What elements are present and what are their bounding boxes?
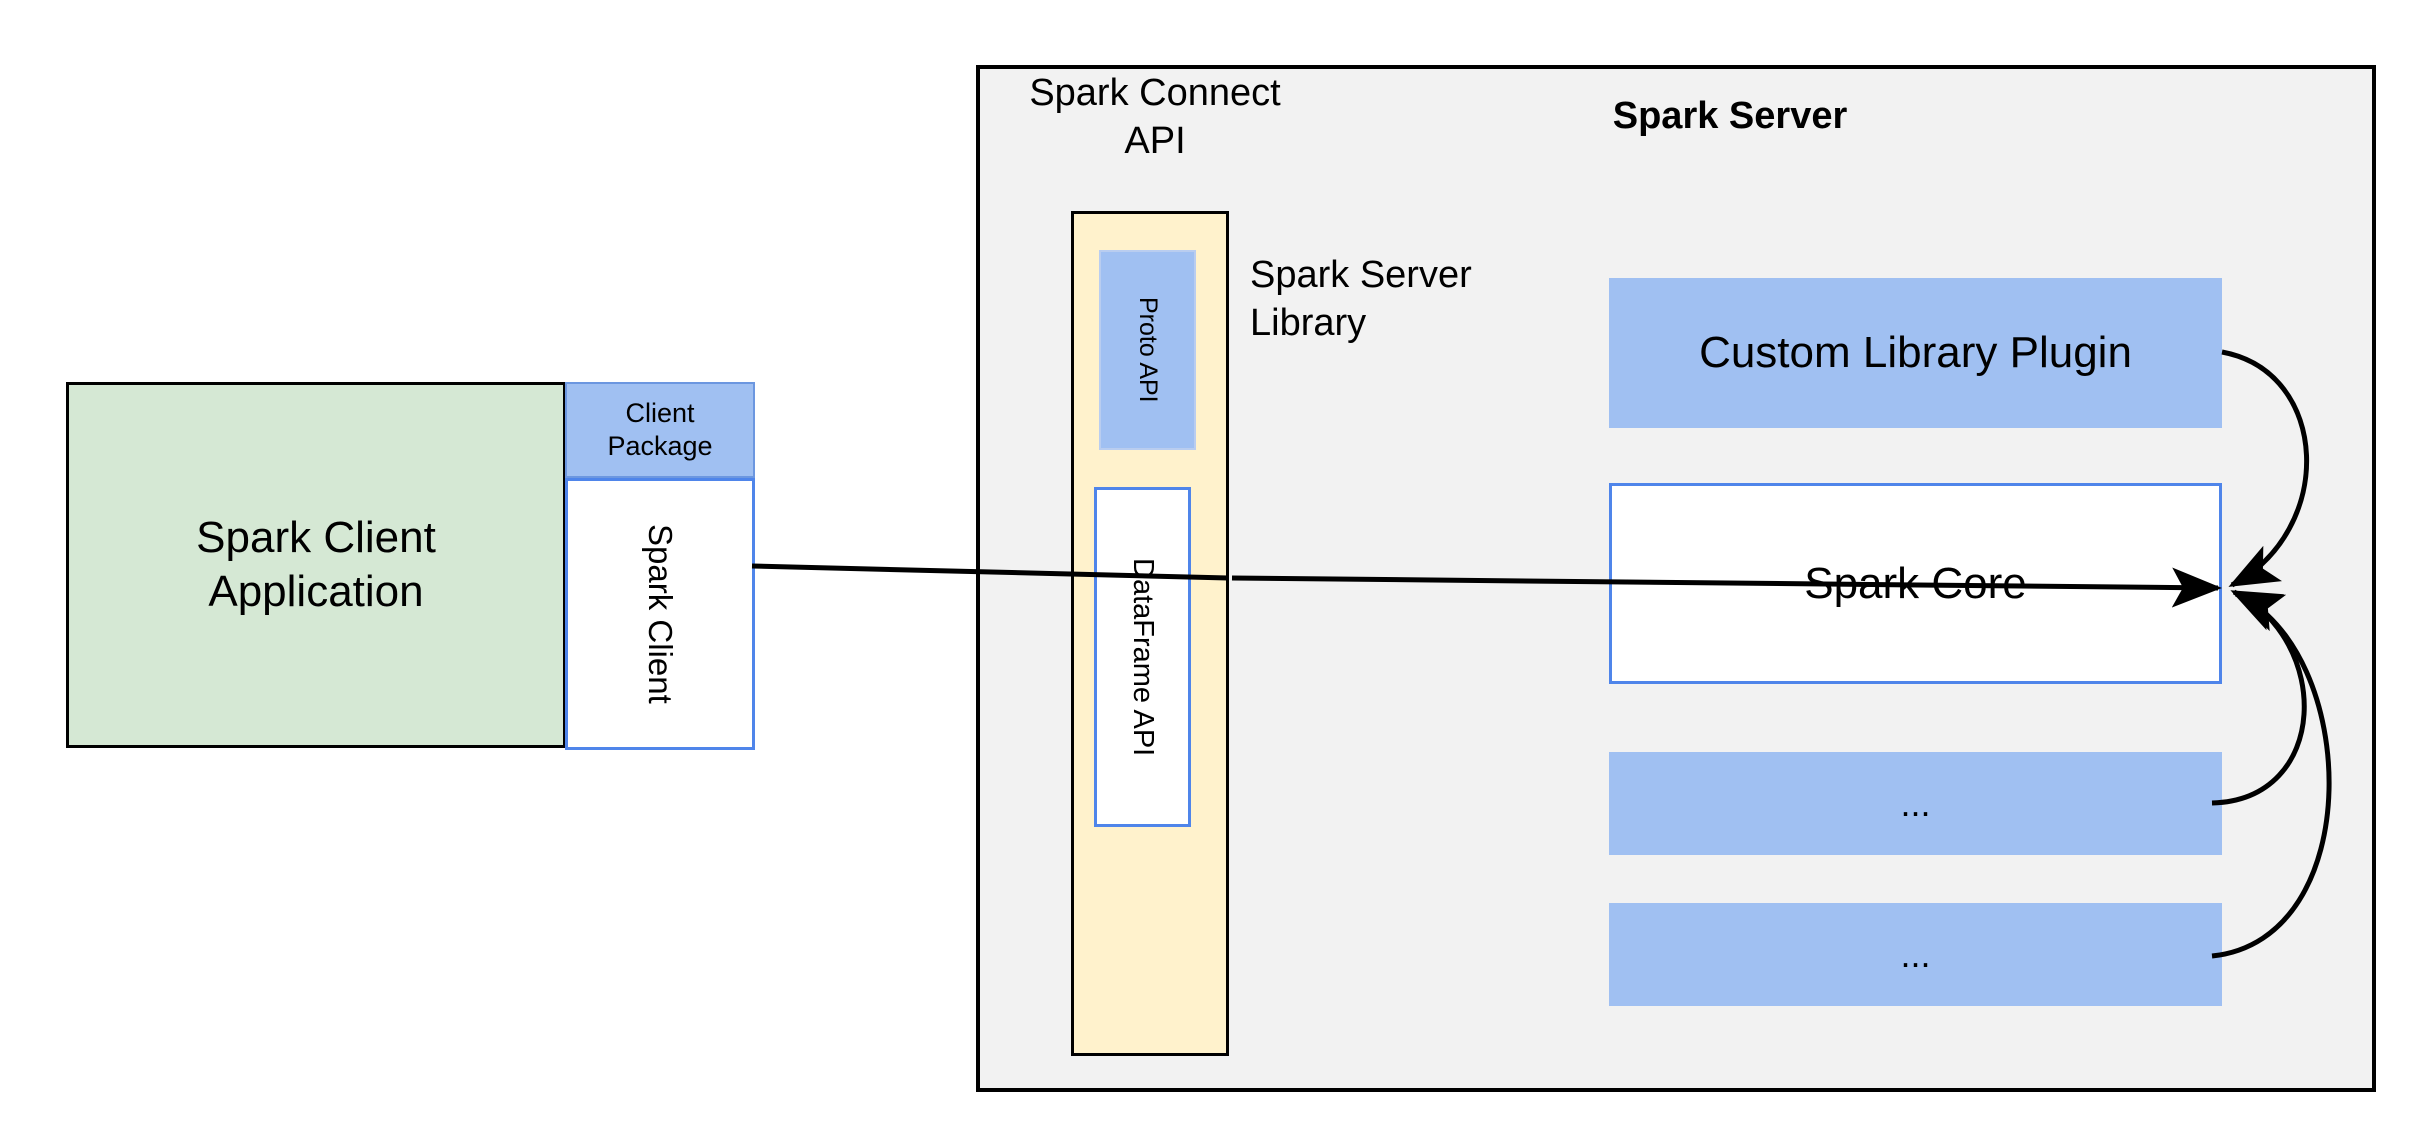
custom-library-plugin-label: Custom Library Plugin: [1699, 328, 2132, 378]
custom-library-plugin-box[interactable]: Custom Library Plugin: [1609, 278, 2222, 428]
spark-core-box[interactable]: Spark Core: [1609, 483, 2222, 684]
dataframe-api-label: DataFrame API: [1127, 557, 1160, 757]
server-component-ellipsis-1[interactable]: ...: [1609, 752, 2222, 855]
proto-api-label: Proto API: [1133, 297, 1162, 403]
spark-server-library-label: Spark Server Library: [1250, 254, 1472, 344]
spark-core-label: Spark Core: [1804, 558, 2027, 608]
spark-client-box[interactable]: Spark Client: [565, 478, 755, 750]
spark-client-application-label: Spark Client Application: [196, 513, 436, 616]
proto-api-box[interactable]: Proto API: [1099, 250, 1196, 450]
client-package-label: Client Package: [607, 398, 713, 461]
client-package-box[interactable]: Client Package: [565, 382, 755, 478]
server-component-ellipsis-2-label: ...: [1900, 933, 1931, 975]
spark-server-title: Spark Server: [1612, 95, 1848, 137]
server-component-ellipsis-2[interactable]: ...: [1609, 903, 2222, 1006]
spark-client-application-box[interactable]: Spark Client Application: [66, 382, 566, 748]
server-component-ellipsis-1-label: ...: [1900, 782, 1931, 824]
spark-connect-api-label: Spark Connect API: [1029, 72, 1281, 162]
spark-client-label: Spark Client: [642, 524, 680, 704]
dataframe-api-box[interactable]: DataFrame API: [1094, 487, 1191, 827]
